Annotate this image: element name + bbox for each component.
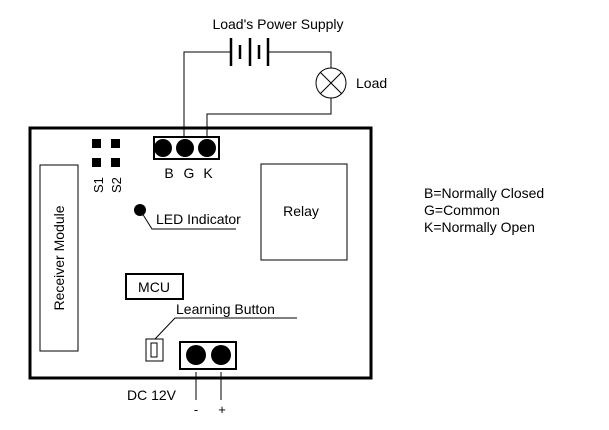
mcu — [125, 273, 184, 300]
power-terminal-screws — [186, 345, 231, 365]
lamp-icon — [315, 67, 347, 99]
power-input-wires — [195, 372, 222, 400]
power-supply-label: Load's Power Supply — [212, 16, 343, 32]
battery-icon — [229, 38, 270, 66]
learning-button-label: Learning Button — [176, 301, 275, 317]
power-minus-label: - — [194, 402, 198, 417]
receiver-module — [39, 164, 79, 352]
terminal-legend: B=Normally Closed G=Common K=Normally Op… — [424, 185, 544, 235]
terminal-g-icon — [176, 139, 194, 157]
mcu-label: MCU — [138, 279, 170, 295]
jumper-pad — [92, 139, 101, 148]
terminal-label-b: B — [164, 165, 173, 181]
terminal-plus-icon — [211, 345, 231, 365]
terminal-screws — [154, 139, 216, 157]
terminal-minus-icon — [186, 345, 206, 365]
terminal-label-k: K — [203, 165, 213, 181]
jumper-pad — [111, 139, 120, 148]
power-plus-label: + — [218, 402, 226, 417]
legend-line-g: G=Common — [424, 202, 500, 218]
jumper-pad — [92, 158, 101, 167]
circuit-board — [28, 126, 373, 380]
power-input-label: DC 12V — [127, 387, 177, 403]
load-label: Load — [356, 75, 387, 91]
learning-button-leader-line — [154, 317, 297, 340]
receiver-module-label: Receiver Module — [51, 205, 67, 310]
led-leader-line — [141, 212, 236, 230]
switch-label-s2: S2 — [109, 177, 124, 193]
terminal-k-icon — [198, 139, 216, 157]
led-indicator-icon — [134, 204, 146, 216]
jumper-pads — [92, 139, 120, 167]
led-indicator-label: LED Indicator — [156, 211, 241, 227]
legend-line-k: K=Normally Open — [424, 219, 535, 235]
relay-label: Relay — [283, 203, 319, 219]
switch-label-s1: S1 — [91, 177, 106, 193]
relay — [260, 163, 348, 261]
legend-line-b: B=Normally Closed — [424, 185, 544, 201]
terminal-b-icon — [154, 139, 172, 157]
jumper-pad — [111, 158, 120, 167]
learning-button-icon — [145, 338, 164, 362]
terminal-label-g: G — [184, 165, 195, 181]
